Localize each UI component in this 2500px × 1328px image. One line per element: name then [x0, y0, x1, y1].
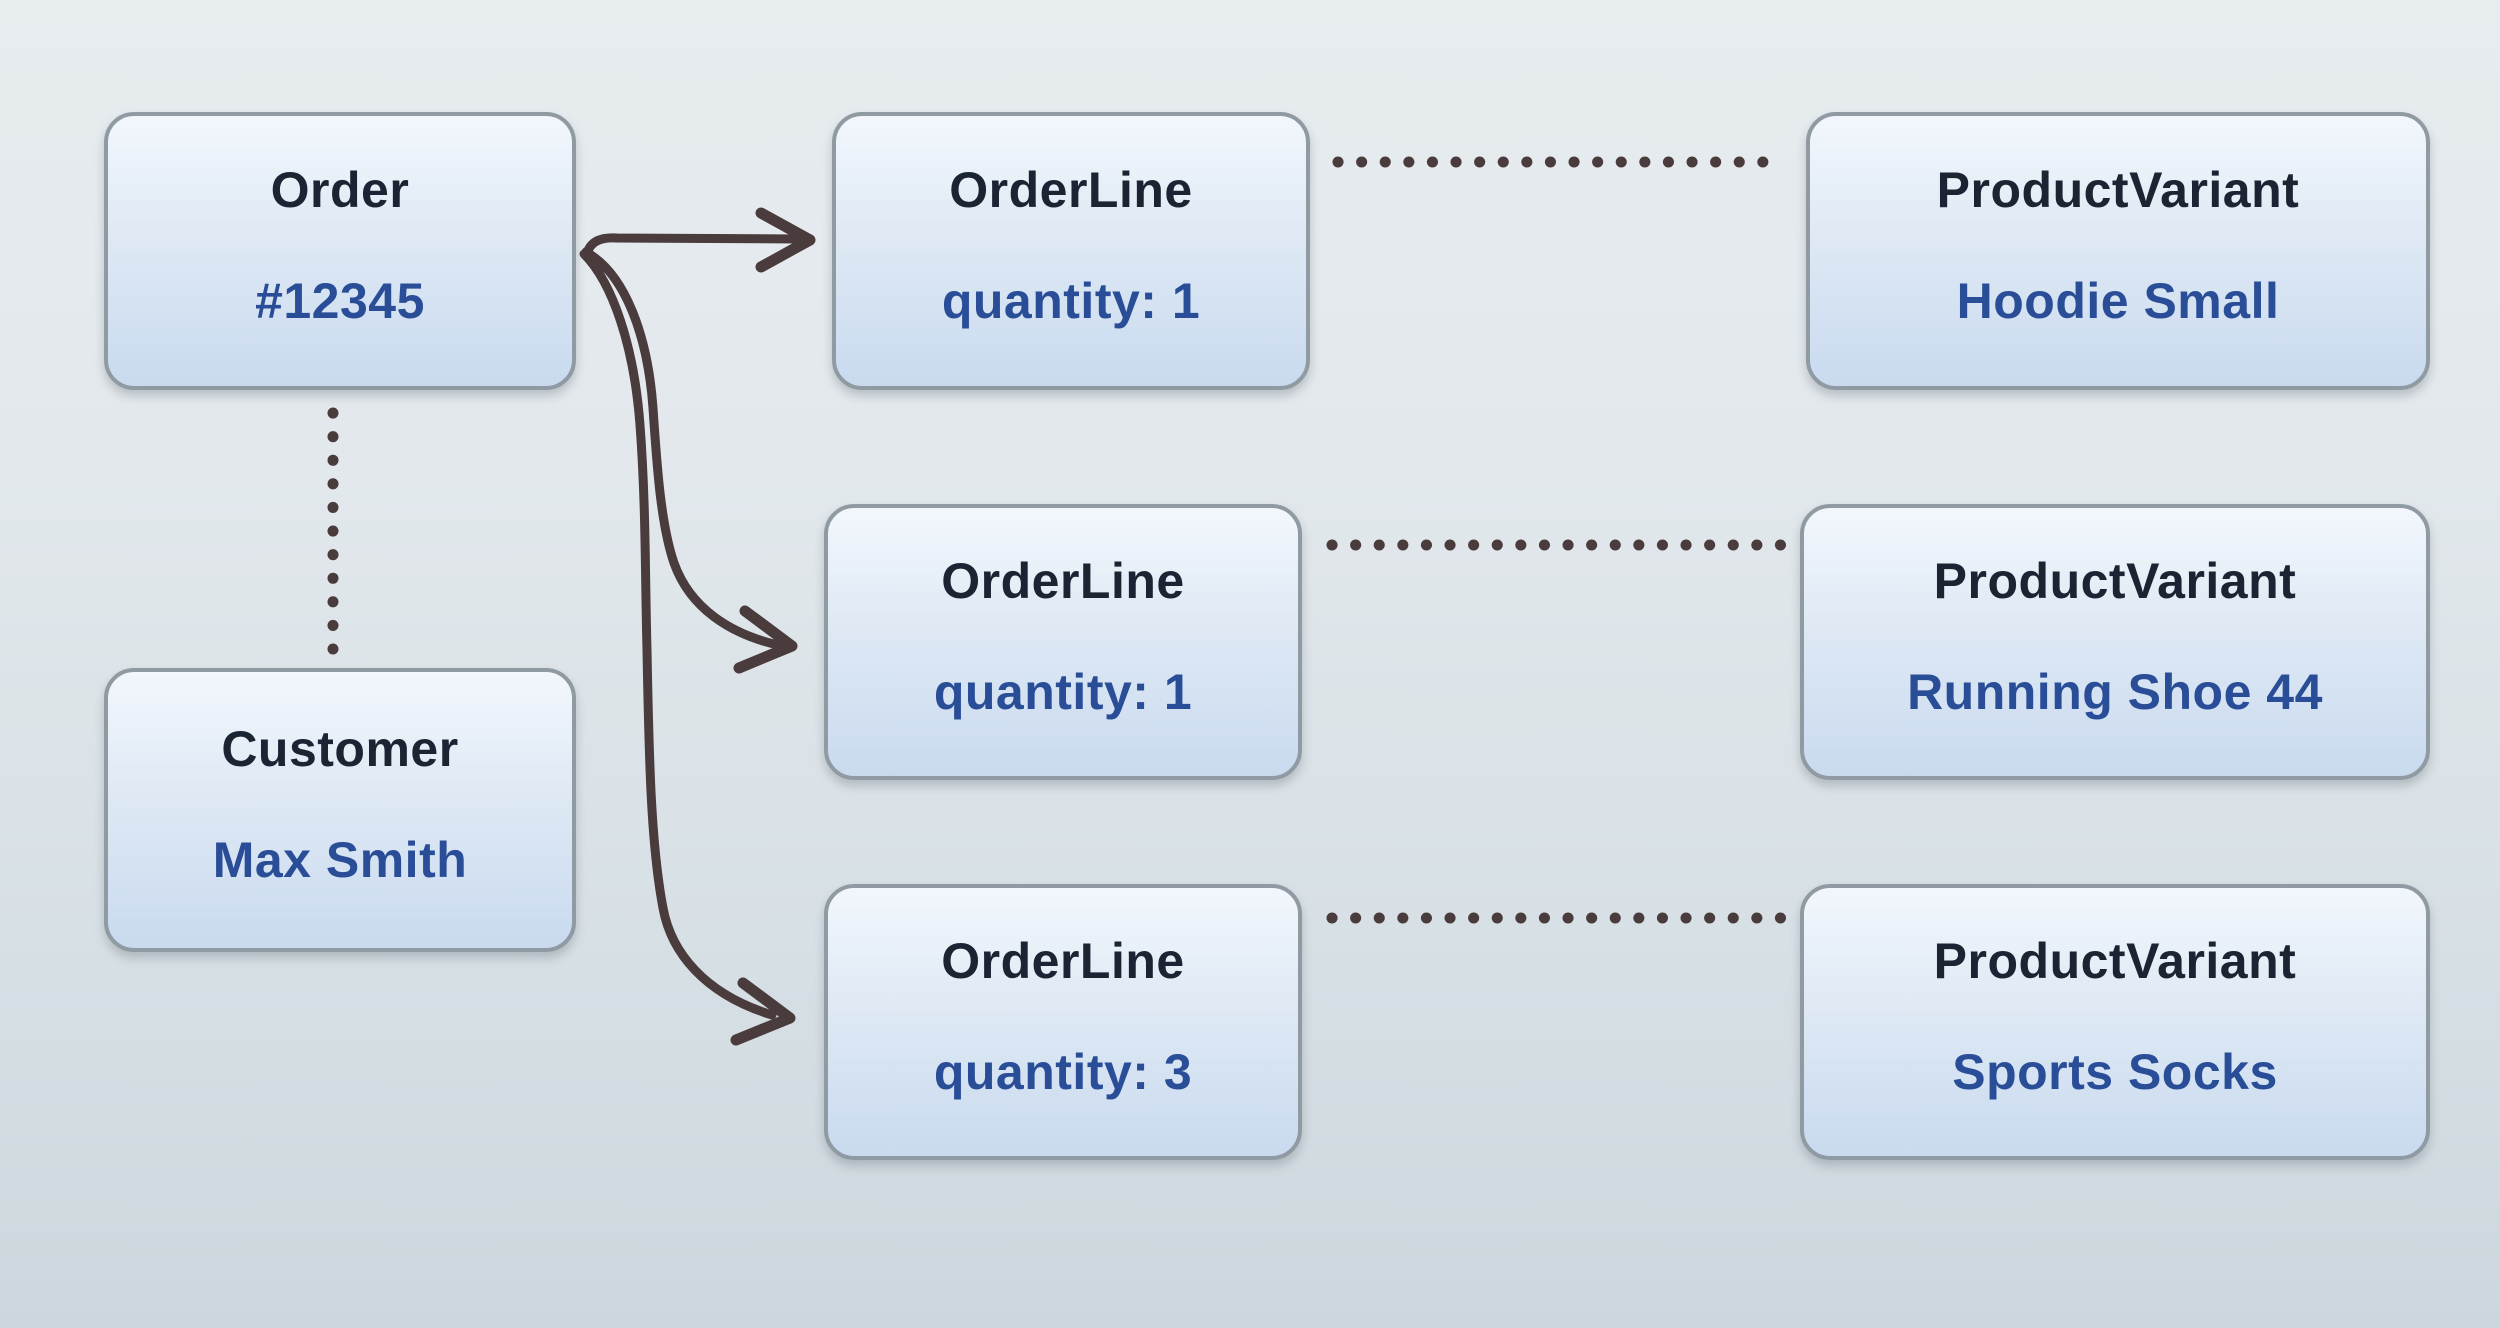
node-title: OrderLine: [941, 553, 1185, 609]
node-productvariant-3: ProductVariant Sports Socks: [1800, 884, 2430, 1160]
node-customer: Customer Max Smith: [104, 668, 576, 952]
node-title: ProductVariant: [1933, 553, 2297, 609]
node-productvariant-1: ProductVariant Hoodie Small: [1806, 112, 2430, 390]
arrow-order-to-orderline-1: [582, 207, 816, 273]
node-value: Max Smith: [212, 832, 468, 888]
node-title: OrderLine: [949, 162, 1193, 218]
node-title: ProductVariant: [1936, 162, 2300, 218]
node-orderline-2: OrderLine quantity: 1: [824, 504, 1302, 780]
arrow-order-to-orderline-2: [581, 247, 798, 674]
node-title: Customer: [221, 721, 459, 777]
node-orderline-1: OrderLine quantity: 1: [832, 112, 1310, 390]
node-title: Order: [270, 162, 410, 218]
node-value: Running Shoe 44: [1907, 664, 2323, 720]
node-productvariant-2: ProductVariant Running Shoe 44: [1800, 504, 2430, 780]
node-value: Sports Socks: [1952, 1044, 2278, 1100]
node-order: Order #12345: [104, 112, 576, 390]
node-value: quantity: 1: [941, 273, 1201, 329]
arrow-order-to-orderline-3: [579, 249, 796, 1046]
node-value: quantity: 3: [933, 1044, 1193, 1100]
node-value: Hoodie Small: [1956, 273, 2280, 329]
node-title: OrderLine: [941, 933, 1185, 989]
node-value: #12345: [255, 273, 425, 329]
node-orderline-3: OrderLine quantity: 3: [824, 884, 1302, 1160]
node-value: quantity: 1: [933, 664, 1193, 720]
node-title: ProductVariant: [1933, 933, 2297, 989]
